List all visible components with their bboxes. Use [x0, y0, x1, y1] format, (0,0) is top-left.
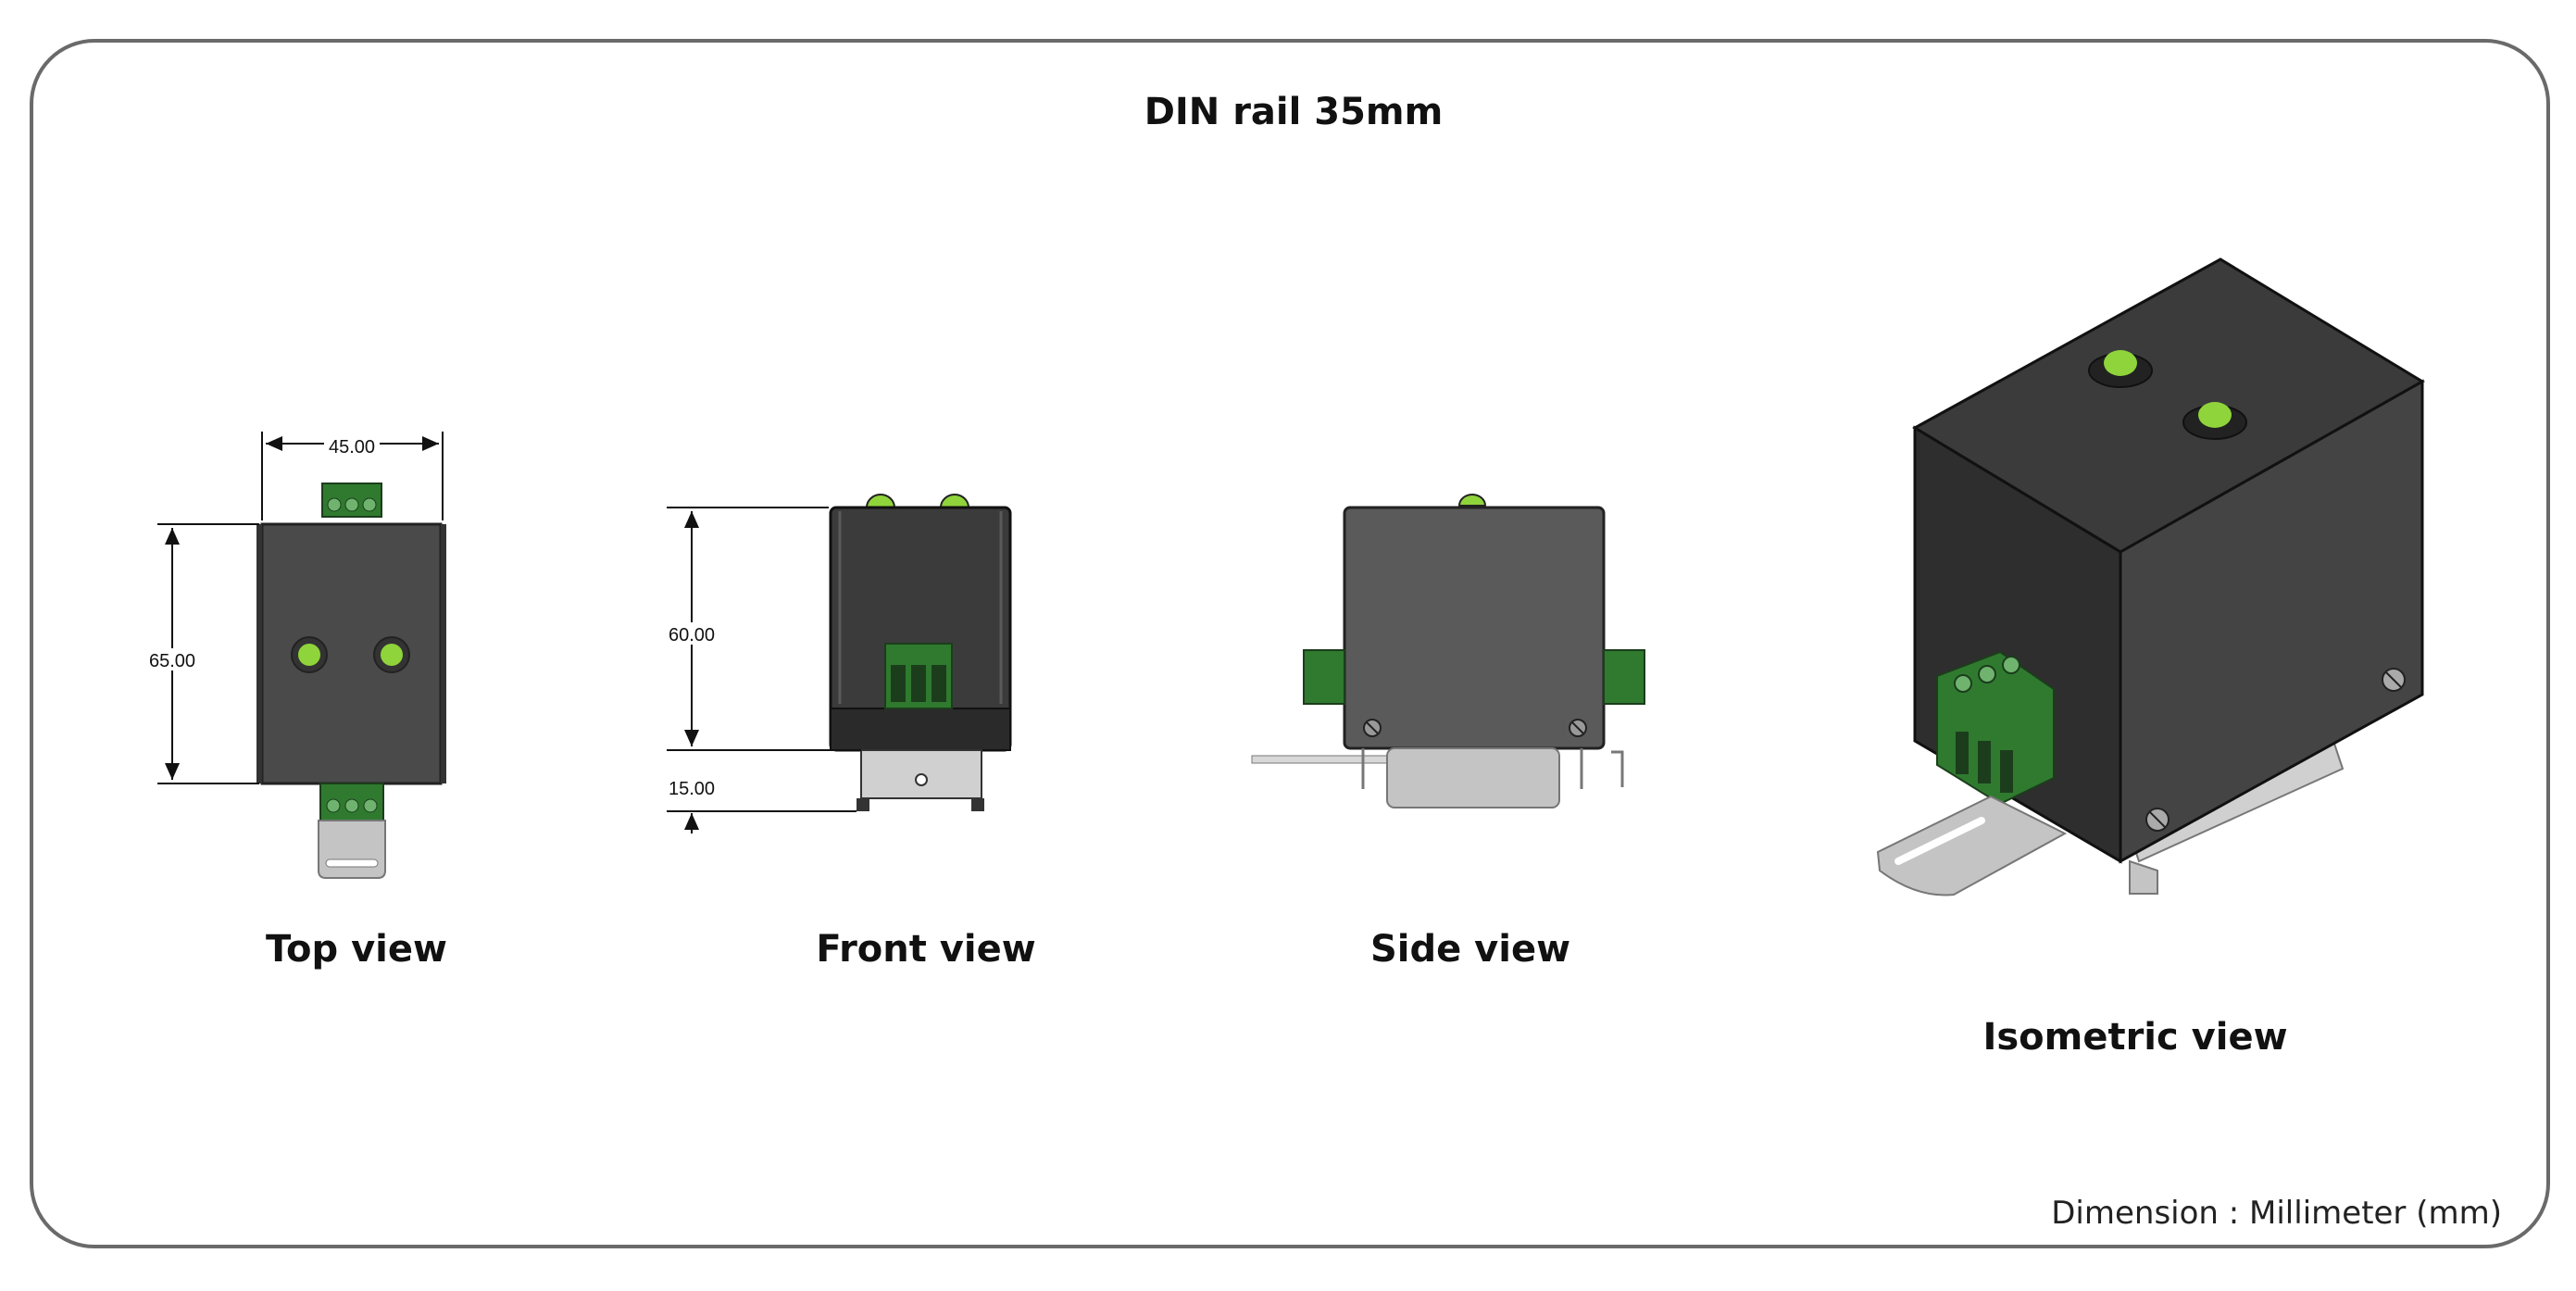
dim-front-height: 60.00 [669, 625, 715, 646]
drawing-frame [30, 39, 2550, 1248]
top-view-label: Top view [266, 928, 447, 971]
units-note: Dimension : Millimeter (mm) [2051, 1195, 2502, 1232]
front-view-drawing: 60.00 15.00 [665, 494, 1012, 834]
isometric-view-drawing [1876, 257, 2425, 896]
top-view-drawing: 45.00 65.00 [146, 432, 446, 879]
dim-top-height: 65.00 [149, 651, 195, 671]
dim-front-rail: 15.00 [669, 779, 715, 799]
side-view-label: Side view [1369, 928, 1571, 971]
side-view-drawing [1251, 494, 1645, 808]
front-view-label: Front view [816, 928, 1036, 971]
dim-top-width: 45.00 [329, 437, 375, 457]
isometric-view-label: Isometric view [1982, 1016, 2288, 1059]
drawing-title: DIN rail 35mm [1144, 91, 1444, 133]
